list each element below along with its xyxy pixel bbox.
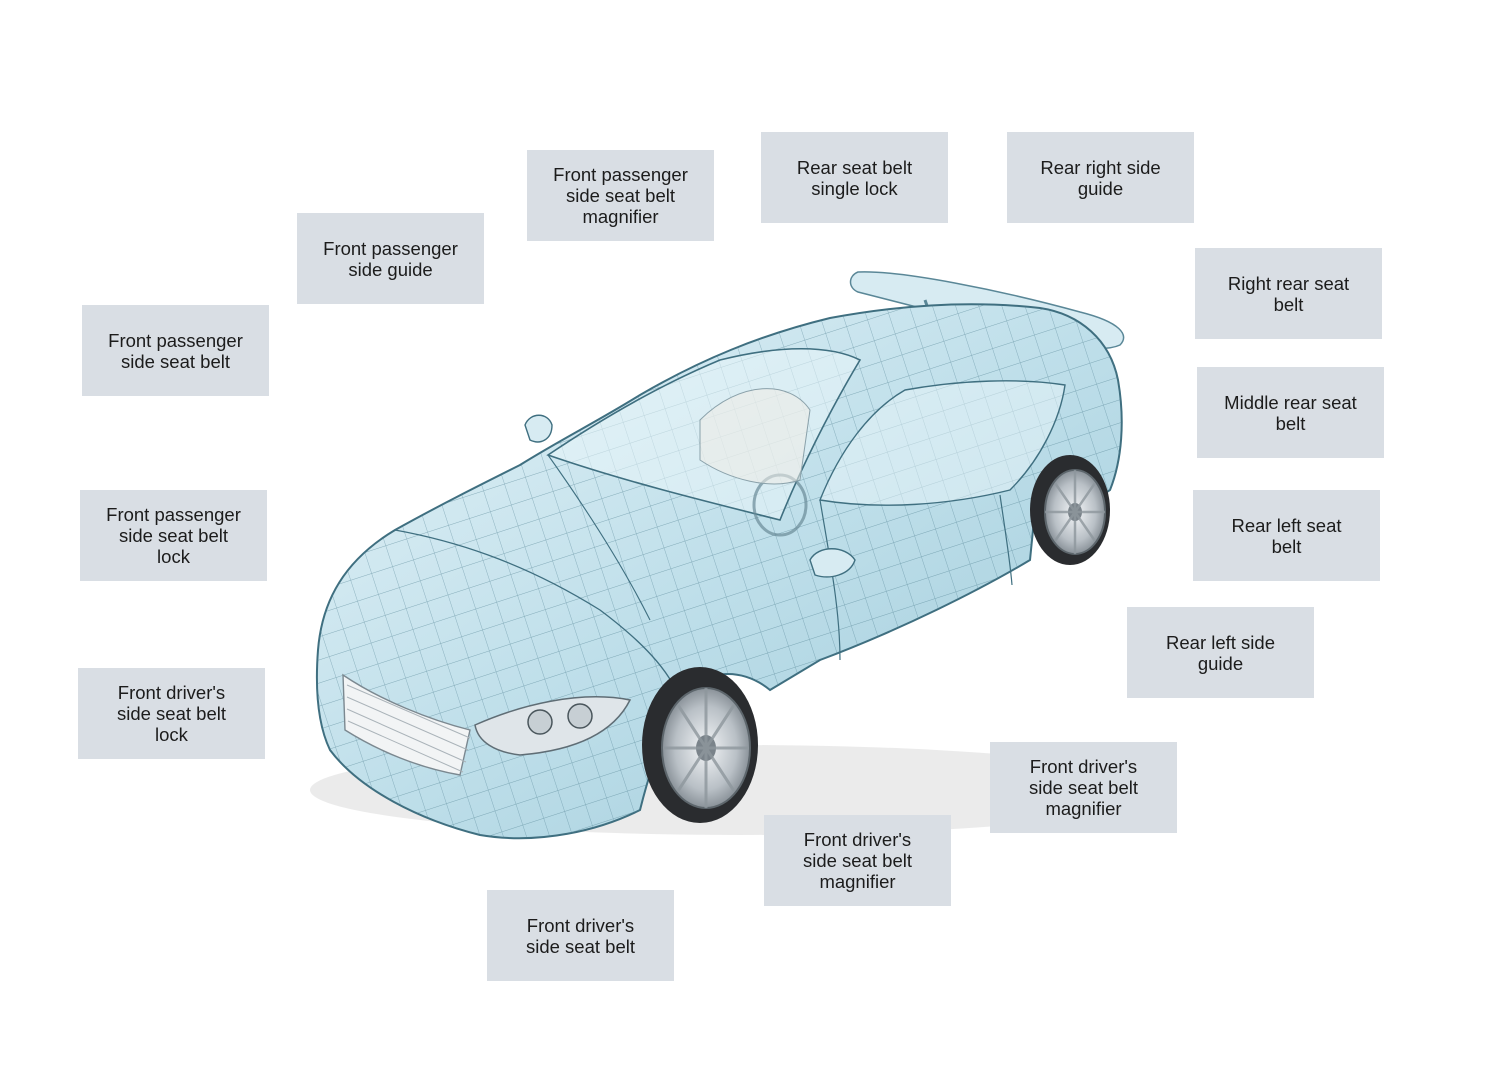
callout-label: Front passenger side guide xyxy=(323,237,458,280)
callout-label: Front driver's side seat belt lock xyxy=(116,682,226,745)
callout-middle-rear-belt: Middle rear seat belt xyxy=(1197,367,1384,458)
callout-label: Front driver's side seat belt magnifier xyxy=(1028,756,1138,819)
callout-front-passenger-magnifier: Front passenger side seat belt magnifier xyxy=(527,150,714,241)
front-wheel xyxy=(642,667,758,823)
callout-rear-right-guide: Rear right side guide xyxy=(1007,132,1194,223)
callout-rear-single-lock: Rear seat belt single lock xyxy=(761,132,948,223)
callout-label: Front driver's side seat belt xyxy=(525,914,635,957)
callout-label: Front passenger side seat belt xyxy=(108,329,243,372)
callout-label: Front passenger side seat belt lock xyxy=(106,504,241,567)
callout-front-passenger-lock: Front passenger side seat belt lock xyxy=(80,490,267,581)
rear-wheel xyxy=(1030,455,1110,565)
callout-label: Front driver's side seat belt magnifier xyxy=(802,829,912,892)
callout-label: Right rear seat belt xyxy=(1227,272,1350,315)
callout-label: Rear left seat belt xyxy=(1231,514,1342,557)
callout-front-driver-magnifier-center: Front driver's side seat belt magnifier xyxy=(764,815,951,906)
callout-front-driver-magnifier-right: Front driver's side seat belt magnifier xyxy=(990,742,1177,833)
callout-label: Middle rear seat belt xyxy=(1224,391,1357,434)
callout-label: Rear seat belt single lock xyxy=(796,156,913,199)
callout-rear-left-guide: Rear left side guide xyxy=(1127,607,1314,698)
callout-rear-left-belt: Rear left seat belt xyxy=(1193,490,1380,581)
callout-label: Rear right side guide xyxy=(1040,156,1161,199)
callout-label: Rear left side guide xyxy=(1166,631,1275,674)
car-body xyxy=(315,303,1123,840)
callout-front-passenger-seat-belt: Front passenger side seat belt xyxy=(82,305,269,396)
callout-right-rear-belt: Right rear seat belt xyxy=(1195,248,1382,339)
callout-front-passenger-guide: Front passenger side guide xyxy=(297,213,484,304)
callout-label: Front passenger side seat belt magnifier xyxy=(553,164,688,227)
callout-front-driver-belt: Front driver's side seat belt xyxy=(487,890,674,981)
callout-front-driver-lock: Front driver's side seat belt lock xyxy=(78,668,265,759)
